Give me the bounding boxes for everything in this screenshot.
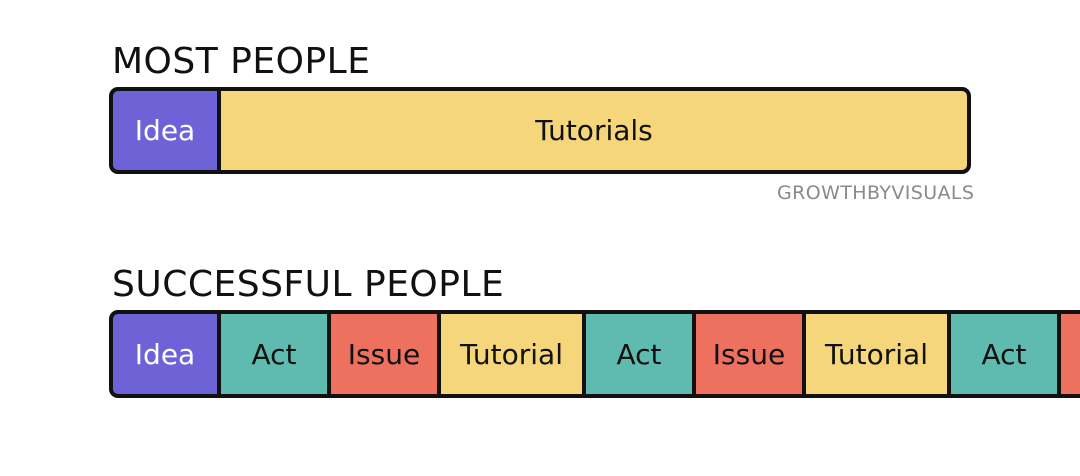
succ-act-segment: Act <box>221 314 327 394</box>
most-idea-segment: Idea <box>113 91 217 170</box>
successful-people-bar: Idea Act Issue Tutorial Act Issue Tutori… <box>109 310 1080 398</box>
successful-people-title: SUCCESSFUL PEOPLE <box>112 264 505 305</box>
succ-act-segment: Act <box>951 314 1057 394</box>
succ-issue-segment: Issue <box>331 314 437 394</box>
succ-tutorial-segment: Tutorial <box>806 314 947 394</box>
succ-issue-segment-partial <box>1061 314 1080 394</box>
most-people-title: MOST PEOPLE <box>112 41 371 82</box>
succ-act-segment: Act <box>586 314 692 394</box>
watermark-label: GROWTHBYVISUALS <box>777 182 975 204</box>
succ-tutorial-segment: Tutorial <box>441 314 582 394</box>
succ-issue-segment: Issue <box>696 314 802 394</box>
most-tutorials-segment: Tutorials <box>221 91 967 170</box>
most-people-bar: Idea Tutorials <box>109 87 971 174</box>
succ-idea-segment: Idea <box>113 314 217 394</box>
